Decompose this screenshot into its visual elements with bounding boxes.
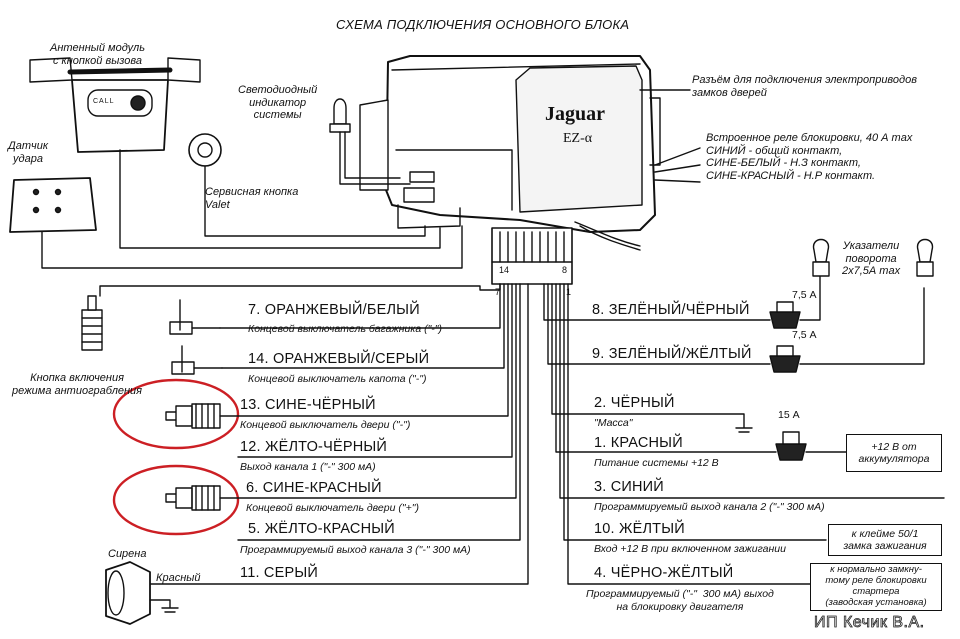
door-lock-connector-label: Разъём для подключения электроприводов з… bbox=[692, 74, 917, 99]
watermark: ИП Кечик В.А. bbox=[814, 614, 925, 632]
wire-13-name: 13. СИНЕ-ЧЁРНЫЙ bbox=[240, 397, 376, 413]
wire-13-desc: Концевой выключатель двери ("-") bbox=[240, 419, 411, 431]
wire-8-name: 8. ЗЕЛЁНЫЙ/ЧЁРНЫЙ bbox=[592, 302, 750, 318]
turn-signal-bulbs bbox=[812, 238, 934, 277]
wire-7-desc: Концевой выключатель багажника ("-") bbox=[248, 323, 443, 335]
wire-1-desc: Питание системы +12 В bbox=[594, 457, 719, 469]
main-unit bbox=[359, 55, 661, 233]
fuse-power-label: 15 А bbox=[778, 409, 800, 421]
siren-label: Сирена bbox=[108, 548, 147, 560]
battery-box: +12 В от аккумулятора bbox=[846, 434, 942, 472]
wire-3-desc: Программируемый выход канала 2 ("-" 300 … bbox=[594, 501, 825, 513]
fuse-turn1-label: 7,5 А bbox=[792, 289, 817, 301]
antirobbery-button-label: Кнопка включения режима антиограбления bbox=[12, 372, 143, 397]
wire-10-name: 10. ЖЁЛТЫЙ bbox=[594, 521, 685, 537]
siren-wire-label: Красный bbox=[156, 572, 201, 584]
valet-button-label: Сервисная кнопка Valet bbox=[205, 186, 299, 211]
starter-box: к нормально замкну- тому реле блокировки… bbox=[810, 563, 942, 611]
antirobbery-button-shape bbox=[81, 295, 103, 351]
model-label: EZ-α bbox=[563, 131, 593, 146]
wire-5-name: 5. ЖЁЛТО-КРАСНЫЙ bbox=[248, 521, 395, 537]
wire-6-name: 6. СИНЕ-КРАСНЫЙ bbox=[246, 480, 382, 496]
pin-14-label: 14 bbox=[499, 265, 510, 275]
wire-9-name: 9. ЗЕЛЁНЫЙ/ЖЁЛТЫЙ bbox=[592, 346, 752, 362]
antenna-module-label: Антенный модуль с кнопкой вызова bbox=[50, 42, 146, 67]
fuse-shapes bbox=[769, 301, 807, 461]
wire-14-desc: Концевой выключатель капота ("-") bbox=[248, 373, 427, 385]
diagram-title: СХЕМА ПОДКЛЮЧЕНИЯ ОСНОВНОГО БЛОКА bbox=[336, 17, 630, 32]
wire-2-desc: "Масса" bbox=[594, 417, 633, 429]
wire-12-name: 12. ЖЁЛТО-ЧЁРНЫЙ bbox=[240, 439, 388, 455]
siren-shape bbox=[105, 561, 179, 625]
wire-5-desc: Программируемый выход канала 3 ("-" 300 … bbox=[240, 544, 471, 556]
antenna-module-shape bbox=[29, 57, 201, 153]
shock-sensor-shape bbox=[9, 177, 97, 233]
wire-6-desc: Концевой выключатель двери ("+") bbox=[246, 502, 419, 514]
turn-signals-label: Указатели поворота 2х7,5А max bbox=[842, 240, 901, 278]
wire-3-name: 3. СИНИЙ bbox=[594, 479, 664, 495]
brand-logo: Jaguar bbox=[545, 103, 605, 125]
wire-14-name: 14. ОРАНЖЕВЫЙ/СЕРЫЙ bbox=[248, 351, 430, 367]
wire-4-name: 4. ЧЁРНО-ЖЁЛТЫЙ bbox=[594, 565, 734, 581]
hood-trunk-switches bbox=[165, 299, 223, 511]
fuse-turn2-label: 7,5 А bbox=[792, 329, 817, 341]
shock-sensor-label: Датчик удара bbox=[8, 140, 49, 165]
wire-10-desc: Вход +12 В при включенном зажигании bbox=[594, 543, 786, 555]
main-connector bbox=[491, 227, 573, 285]
wire-11-name: 11. СЕРЫЙ bbox=[240, 565, 318, 581]
call-button-label: CALL bbox=[93, 98, 115, 105]
led-indicator-label: Светодиодный индикатор системы bbox=[238, 84, 318, 122]
ignition-box: к клейме 50/1 замка зажигания bbox=[828, 524, 942, 556]
wire-2-name: 2. ЧЁРНЫЙ bbox=[594, 395, 675, 411]
relay-note: Встроенное реле блокировки, 40 А max СИН… bbox=[706, 132, 913, 182]
pin-7-label: 7 bbox=[495, 287, 501, 297]
wire-12-desc: Выход канала 1 ("-" 300 мА) bbox=[240, 461, 376, 473]
wire-4-desc: Программируемый ("-" 300 мА) выход на бл… bbox=[586, 588, 774, 613]
pin-8-label: 8 bbox=[562, 265, 568, 275]
pin-1-label: 1 bbox=[566, 287, 572, 297]
wire-1-name: 1. КРАСНЫЙ bbox=[594, 435, 683, 451]
wire-7-name: 7. ОРАНЖЕВЫЙ/БЕЛЫЙ bbox=[248, 302, 420, 318]
